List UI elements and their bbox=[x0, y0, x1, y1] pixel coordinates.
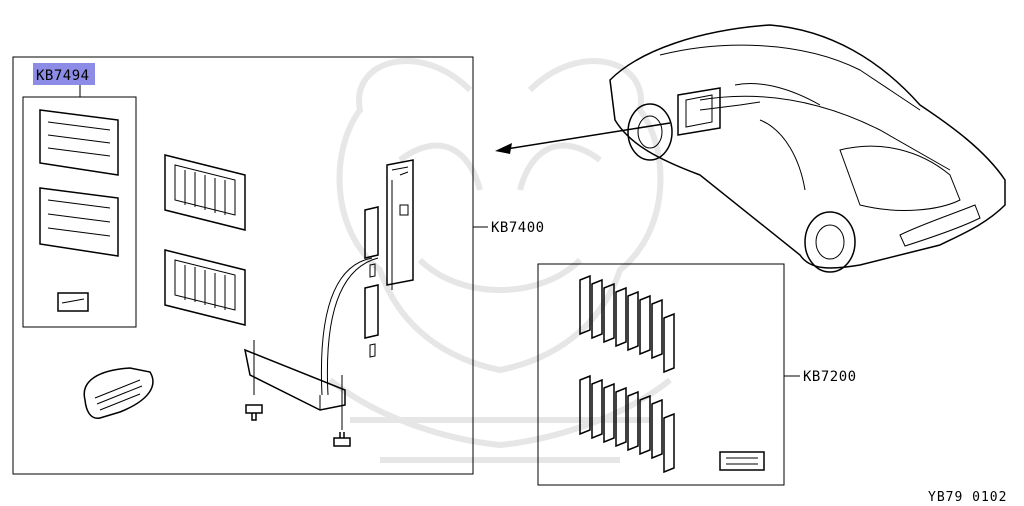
label-plate-icon bbox=[57, 292, 89, 312]
watermark-logo bbox=[328, 58, 672, 463]
kb7494-label[interactable]: KB7494 bbox=[36, 68, 90, 84]
harness-bracket bbox=[243, 159, 414, 411]
vent-grille bbox=[83, 367, 154, 419]
kb7494-kit-box bbox=[22, 96, 137, 328]
kb7494-highlight[interactable] bbox=[33, 63, 95, 85]
filter-pad-icon bbox=[39, 109, 119, 257]
terminal-strip-upper bbox=[579, 274, 675, 374]
kb7400-assembly-box bbox=[12, 56, 474, 475]
bolt-icon bbox=[245, 340, 351, 447]
location-arrow bbox=[499, 122, 671, 151]
drawing-code: YB79 0102 bbox=[928, 490, 1007, 505]
connector-block-lower bbox=[164, 249, 246, 326]
terminal-strip-lower bbox=[579, 374, 675, 474]
connector-block-upper bbox=[164, 154, 246, 231]
vehicle-illustration bbox=[609, 24, 1006, 273]
kb7200-kit-box bbox=[537, 263, 785, 486]
kb7400-label[interactable]: KB7400 bbox=[491, 220, 545, 236]
label-plate-icon bbox=[719, 451, 765, 471]
kb7200-label[interactable]: KB7200 bbox=[803, 369, 857, 385]
